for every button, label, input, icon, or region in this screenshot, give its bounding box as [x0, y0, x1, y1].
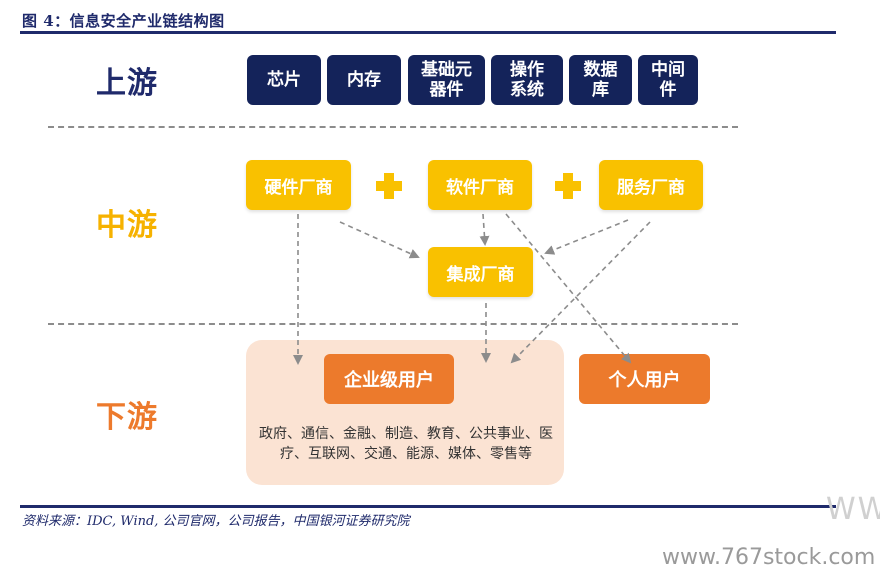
plus-icon: [555, 173, 581, 199]
enterprise-sectors-text: 政府、通信、金融、制造、教育、公共事业、医疗、互联网、交通、能源、媒体、零售等: [259, 426, 553, 462]
separator-midstream-downstream: [48, 323, 738, 325]
upstream-box-database: 数据库: [569, 55, 632, 105]
upstream-box-middleware: 中间件: [638, 55, 698, 105]
downstream-box-personal: 个人用户: [579, 354, 710, 404]
arrow-hardware-to-integrator: [339, 221, 420, 259]
tier-label-midstream: 中游: [96, 208, 158, 243]
figure-title: 图 4：信息安全产业链结构图: [22, 12, 225, 30]
midstream-box-integrator: 集成厂商: [428, 247, 533, 297]
upstream-box-memory: 内存: [327, 55, 401, 105]
tier-label-downstream: 下游: [96, 400, 158, 435]
arrow-software-to-integrator: [479, 213, 490, 246]
midstream-box-service: 服务厂商: [599, 160, 703, 210]
bottom-rule: [20, 505, 836, 508]
upstream-box-components: 基础元器件: [408, 55, 485, 105]
top-rule: [20, 31, 836, 34]
watermark-corner: WW: [826, 492, 880, 527]
separator-upstream-midstream: [48, 126, 738, 128]
upstream-box-chip: 芯片: [247, 55, 321, 105]
plus-icon: [376, 173, 402, 199]
downstream-box-enterprise: 企业级用户: [324, 354, 454, 404]
upstream-box-os: 操作系统: [491, 55, 563, 105]
midstream-box-software: 软件厂商: [428, 160, 532, 210]
source-note: 资料来源：IDC, Wind, 公司官网，公司报告，中国银河证券研究院: [22, 514, 410, 529]
arrow-service-to-integrator: [544, 219, 629, 255]
tier-label-upstream: 上游: [96, 66, 158, 101]
watermark-url: www.767stock.com: [662, 545, 876, 570]
midstream-box-hardware: 硬件厂商: [246, 160, 351, 210]
